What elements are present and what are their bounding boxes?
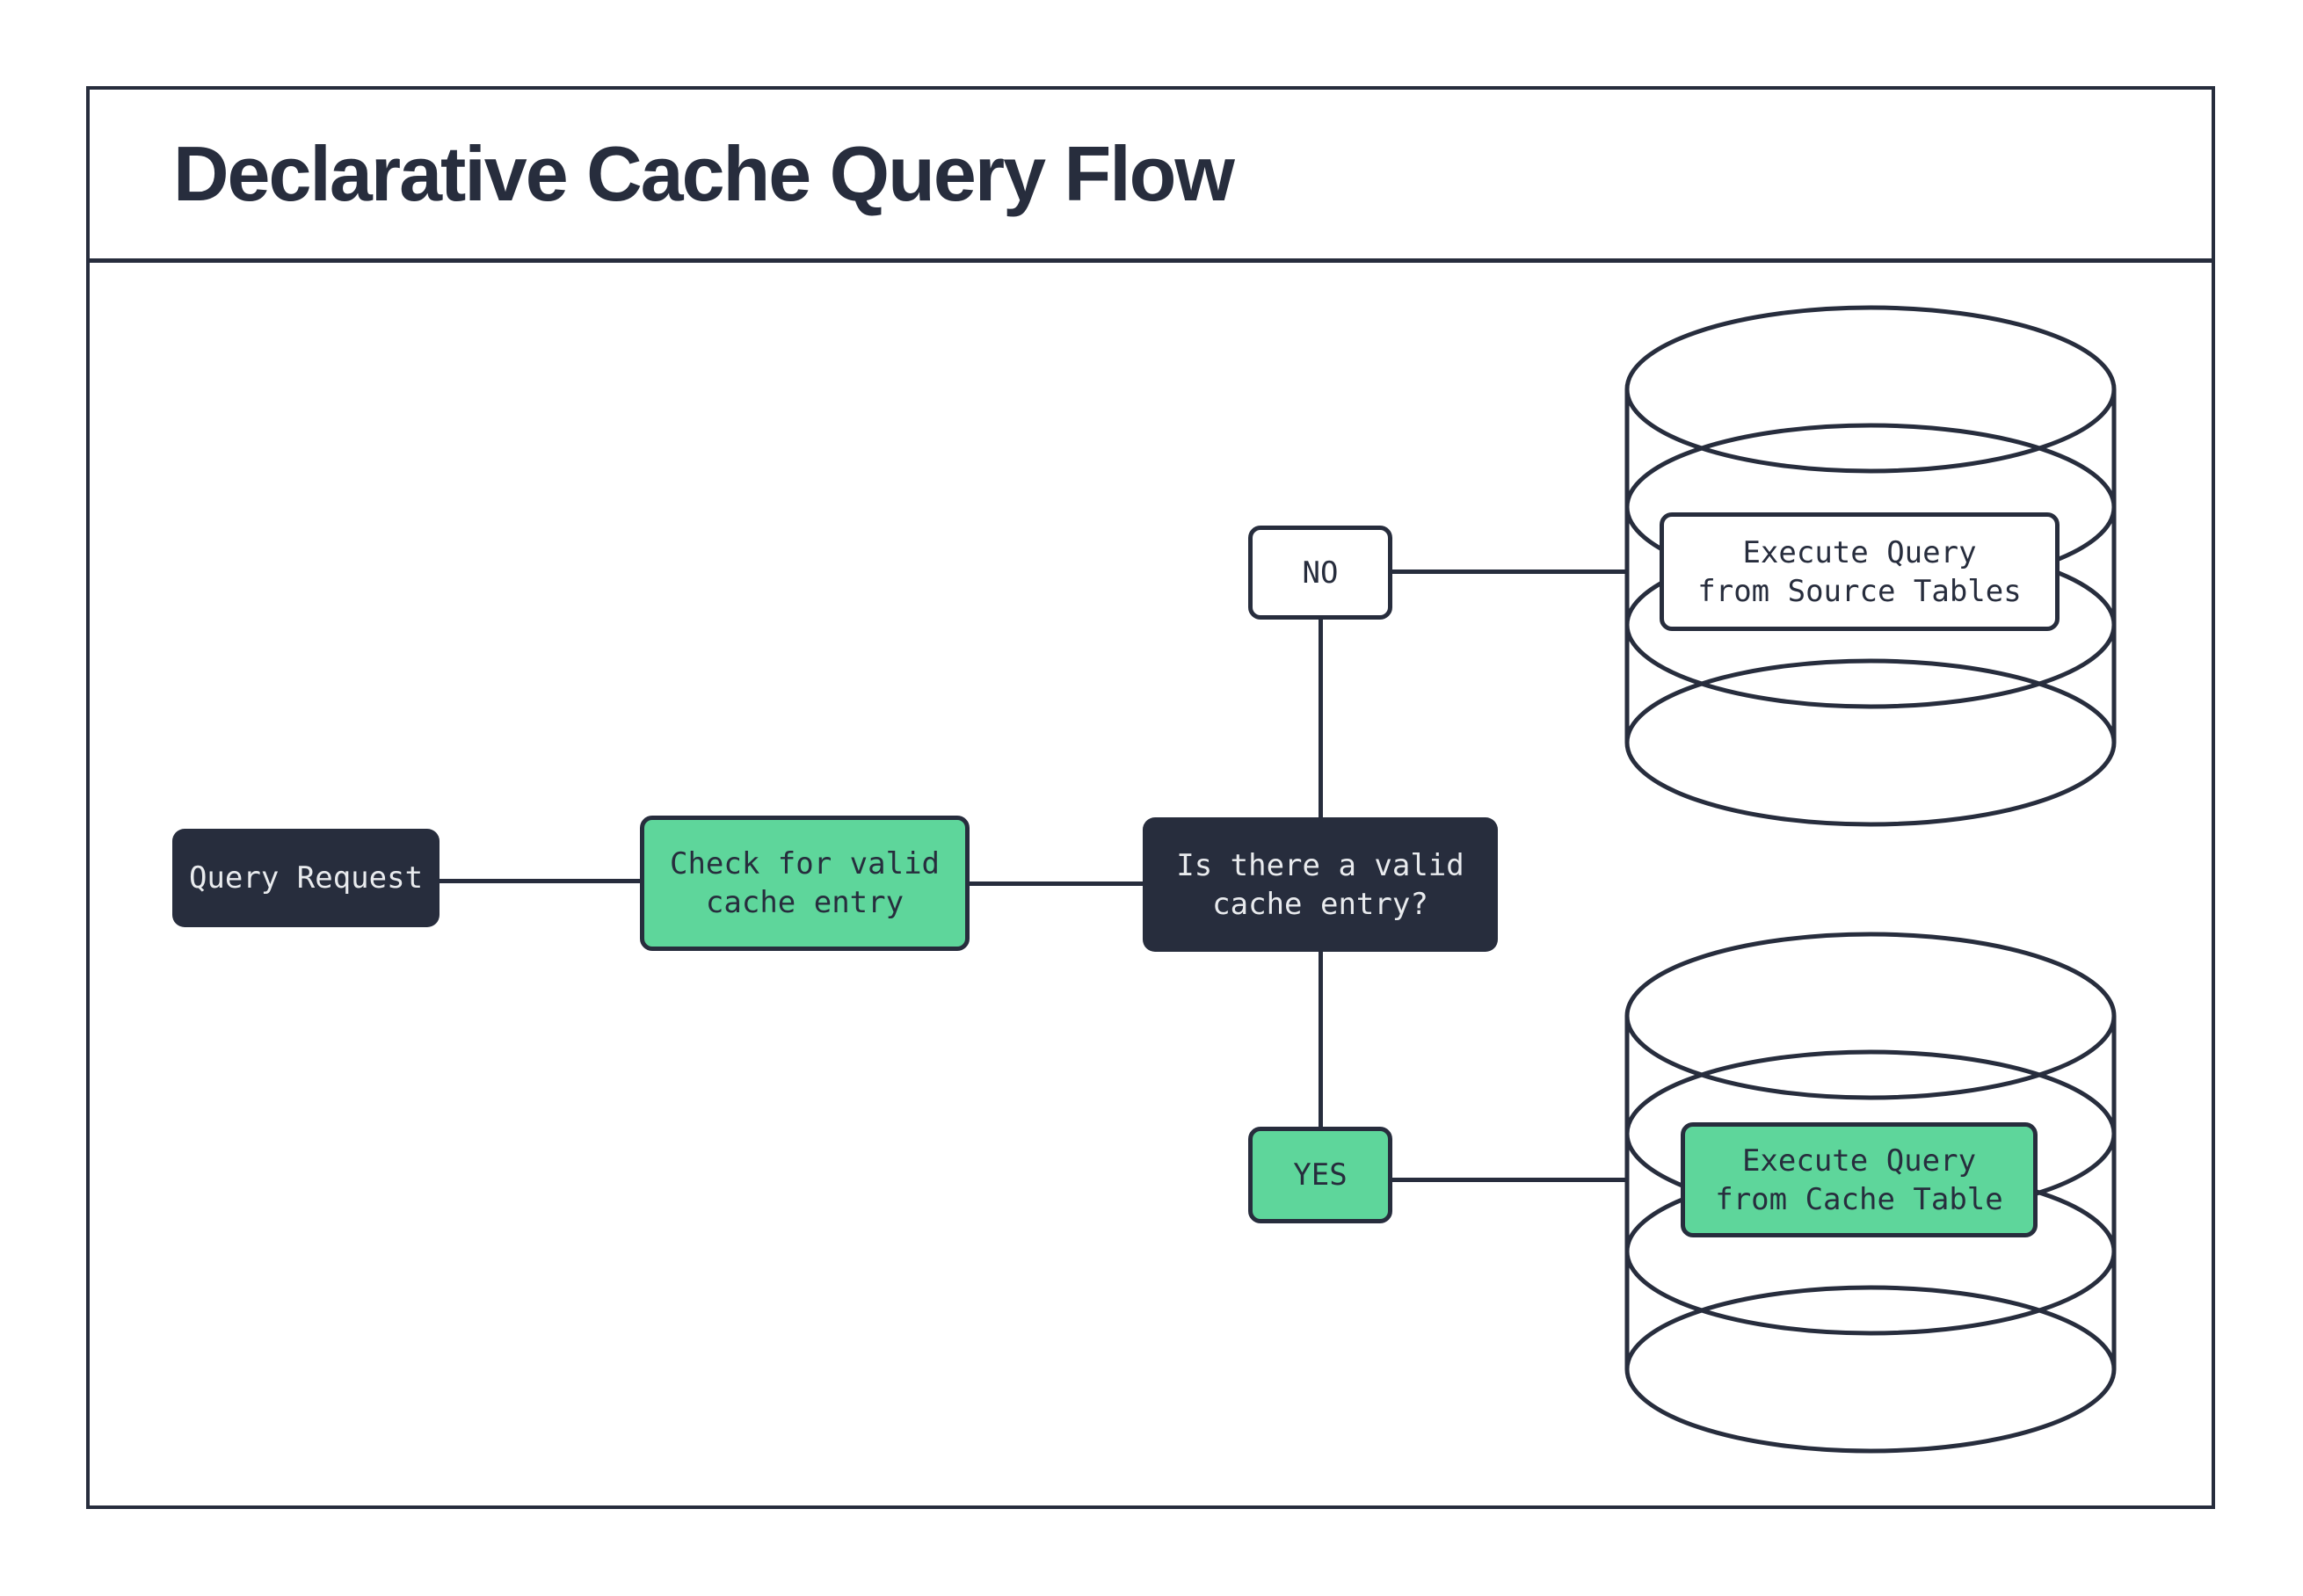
node-execute-query-source-tables: Execute Query from Source Tables bbox=[1660, 512, 2060, 631]
diagram-header: Declarative Cache Query Flow bbox=[90, 90, 2212, 263]
connector-check-to-decision bbox=[970, 881, 1143, 886]
connector-decision-to-no bbox=[1319, 620, 1323, 817]
page-title: Declarative Cache Query Flow bbox=[173, 130, 1235, 217]
node-decision-valid-cache: Is there a valid cache entry? bbox=[1143, 817, 1498, 952]
connector-query-to-check bbox=[440, 879, 640, 883]
node-branch-no: NO bbox=[1248, 526, 1392, 620]
connector-decision-to-yes bbox=[1319, 952, 1323, 1127]
node-query-request: Query Request bbox=[172, 829, 440, 927]
node-execute-query-cache-table: Execute Query from Cache Table bbox=[1681, 1122, 2038, 1237]
connector-no-to-source-db bbox=[1392, 569, 1626, 574]
node-check-cache: Check for valid cache entry bbox=[640, 816, 970, 951]
connector-yes-to-cache-db bbox=[1392, 1178, 1626, 1182]
node-branch-yes: YES bbox=[1248, 1127, 1392, 1223]
